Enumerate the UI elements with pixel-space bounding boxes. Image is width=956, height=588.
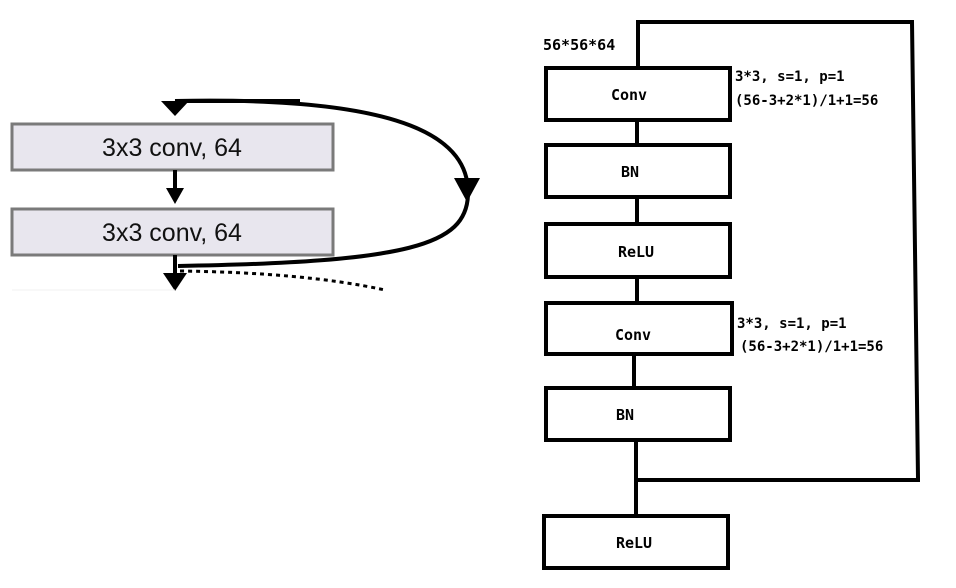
- layer2-label: 3x3 conv, 64: [102, 219, 242, 247]
- skip-arrowhead-icon: [454, 178, 480, 202]
- bn1-label: BN: [621, 163, 639, 181]
- bn2-label: BN: [616, 406, 634, 424]
- mid-arrowhead-icon: [166, 188, 184, 204]
- right-detailed-block: 56*56*64 Conv BN ReLU Conv BN ReLU 3*3, …: [542, 20, 920, 570]
- layer1-box: [10, 122, 335, 172]
- conv2-box: [544, 301, 734, 356]
- dotted-output-line: [179, 269, 386, 292]
- left-residual-block: 3x3 conv, 64 3x3 conv, 64: [10, 98, 480, 292]
- conv1-note-formula: (56-3+2*1)/1+1=56: [735, 93, 878, 109]
- conv2-note-params: 3*3, s=1, p=1: [737, 316, 847, 332]
- layer2-box: [10, 207, 335, 257]
- conv1-note-params: 3*3, s=1, p=1: [735, 69, 845, 85]
- top-arrowhead-icon: [161, 101, 189, 116]
- conv2-label: Conv: [615, 326, 651, 344]
- relu2-box: [542, 514, 730, 570]
- conv1-label: Conv: [611, 86, 647, 104]
- bn2-box: [544, 386, 732, 442]
- output-arrowhead-icon: [163, 273, 187, 291]
- input-shape-label: 56*56*64: [543, 36, 615, 54]
- relu1-box: [544, 222, 732, 279]
- conv1-box: [544, 66, 732, 122]
- relu1-label: ReLU: [618, 243, 654, 261]
- conv2-note-formula: (56-3+2*1)/1+1=56: [740, 339, 883, 355]
- layer1-label: 3x3 conv, 64: [102, 134, 242, 162]
- relu2-label: ReLU: [616, 534, 652, 552]
- bn1-box: [544, 143, 732, 199]
- skip-connection-path: [636, 20, 920, 482]
